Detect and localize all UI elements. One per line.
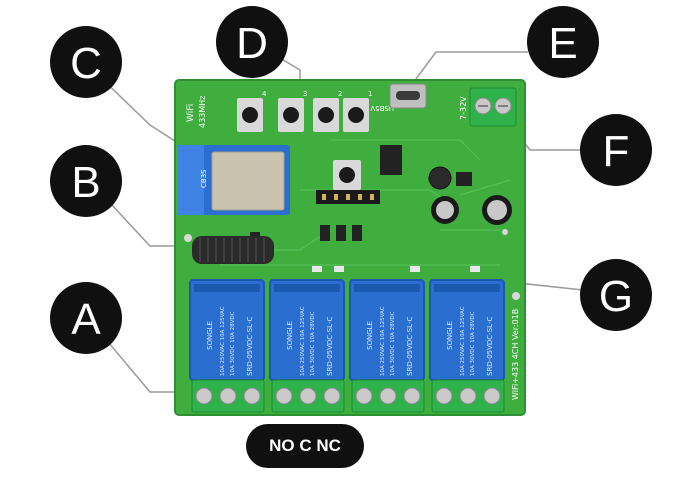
relay-rating-ac: 10A 250VAC 10A 125VAC xyxy=(300,306,306,376)
callout-g: G xyxy=(580,259,652,331)
power-terminal xyxy=(469,87,517,127)
module-silkscreen: CB3S xyxy=(200,169,208,188)
relay-brand: SONGLE xyxy=(366,321,374,350)
wifi-silkscreen: WiFi xyxy=(186,104,196,122)
rf-antenna-coil xyxy=(192,236,274,264)
smd-chip xyxy=(352,225,362,241)
mount-hole xyxy=(502,229,508,235)
push-button xyxy=(237,98,263,132)
svg-text:E: E xyxy=(548,19,577,68)
smd-chip xyxy=(320,225,330,241)
wifi-module: CB3S xyxy=(178,145,290,215)
push-button xyxy=(313,98,339,132)
rf-silkscreen: 433MHz xyxy=(198,96,207,128)
relay-rating-ac: 10A 250VAC 10A 125VAC xyxy=(380,306,386,376)
relay-model: SRD-05VDC-SL-C xyxy=(246,317,254,376)
svg-text:F: F xyxy=(603,127,630,176)
relay-model: SRD-05VDC-SL-C xyxy=(326,317,334,376)
relay-rating-dc: 10A 30VDC 10A 28VDC xyxy=(230,311,236,376)
model-silkscreen: WiFi+433 4CH Ver:01B xyxy=(511,309,520,400)
callout-c: C xyxy=(50,26,122,98)
terminal-block xyxy=(431,379,505,413)
regulator-chip xyxy=(380,145,402,175)
relay-rating-ac: 10A 250VAC 10A 125VAC xyxy=(460,306,466,376)
svg-text:B: B xyxy=(71,158,100,207)
relay-brand: SONGLE xyxy=(286,321,294,350)
relay: SONGLE 10A 250VAC 10A 125VAC 10A 30VDC 1… xyxy=(429,279,505,381)
callout-f: F xyxy=(580,114,652,186)
push-button xyxy=(343,98,369,132)
voltage-silkscreen: 7-32V xyxy=(459,96,468,120)
svg-text:C: C xyxy=(70,39,102,88)
smd-chip xyxy=(336,225,346,241)
relay-rating-dc: 10A 30VDC 10A 28VDC xyxy=(390,311,396,376)
relay-brand: SONGLE xyxy=(206,321,214,350)
pin-header xyxy=(316,190,380,204)
status-led xyxy=(334,266,344,272)
push-buttons: 4 3 2 1 xyxy=(237,90,372,132)
status-led xyxy=(312,266,322,272)
usb-silkscreen: USB5V xyxy=(370,104,394,112)
status-led xyxy=(410,266,420,272)
inductor xyxy=(428,166,452,190)
terminal-block xyxy=(271,379,345,413)
status-led xyxy=(470,266,480,272)
button-number: 1 xyxy=(368,90,372,98)
output-terminals xyxy=(191,379,505,413)
svg-text:A: A xyxy=(71,295,101,344)
terminal-block xyxy=(351,379,425,413)
push-button xyxy=(278,98,304,132)
svg-text:G: G xyxy=(599,272,633,321)
callout-d: D xyxy=(216,6,288,78)
relay-rating-ac: 10A 250VAC 10A 125VAC xyxy=(220,306,226,376)
callout-a: A xyxy=(50,282,122,354)
relay-rating-dc: 10A 30VDC 10A 28VDC xyxy=(310,311,316,376)
mount-hole xyxy=(512,292,520,300)
relay-brand: SONGLE xyxy=(446,321,454,350)
terminal-block xyxy=(191,379,265,413)
button-number: 4 xyxy=(262,90,267,98)
pcb-board: WiFi 433MHz USB5V 7-32V WiFi+433 4CH Ver… xyxy=(174,79,526,416)
usb-port xyxy=(389,83,427,109)
relay-rating-dc: 10A 30VDC 10A 28VDC xyxy=(470,311,476,376)
relay: SONGLE 10A 250VAC 10A 125VAC 10A 30VDC 1… xyxy=(189,279,265,381)
terminal-label-badge: NO C NC xyxy=(246,424,364,468)
callout-b: B xyxy=(50,145,122,217)
relay: SONGLE 10A 250VAC 10A 125VAC 10A 30VDC 1… xyxy=(349,279,425,381)
relay-model: SRD-05VDC-SL-C xyxy=(406,317,414,376)
callout-e: E xyxy=(527,6,599,78)
relay-model: SRD-05VDC-SL-C xyxy=(486,317,494,376)
capacitor xyxy=(431,196,459,224)
mount-hole xyxy=(184,234,192,242)
button-number: 2 xyxy=(338,90,342,98)
capacitor xyxy=(482,195,512,225)
relay: SONGLE 10A 250VAC 10A 125VAC 10A 30VDC 1… xyxy=(269,279,345,381)
pairing-button xyxy=(333,160,361,190)
svg-text:D: D xyxy=(236,19,268,68)
smd-chip xyxy=(456,172,472,186)
button-number: 3 xyxy=(303,90,307,98)
leader-line-e xyxy=(412,51,528,84)
